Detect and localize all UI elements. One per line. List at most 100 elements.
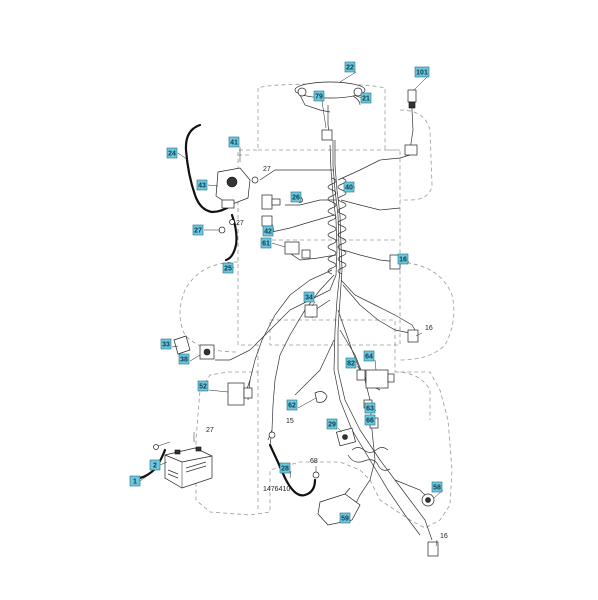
battery-cable-24: [184, 123, 234, 214]
callout-text: 66: [366, 418, 374, 425]
callout-42: 42: [262, 225, 274, 237]
label-15: 15: [286, 418, 294, 425]
callout-64: 64: [363, 350, 375, 362]
pto-switch-29: [336, 427, 356, 447]
callout-29: 29: [326, 418, 338, 430]
callout-box: [262, 225, 274, 237]
callout-box: [431, 481, 443, 493]
ignition-module-59: [317, 487, 361, 526]
callout-box: [343, 181, 355, 193]
drawing-number: 1476410: [263, 486, 290, 493]
ground-cable-25: [224, 213, 238, 262]
callout-text: 29: [328, 422, 336, 429]
callout-box: [129, 475, 141, 487]
callout-text: 43: [198, 183, 206, 190]
callout-box: [303, 291, 315, 303]
connector-82: [356, 369, 366, 381]
callout-box: [196, 179, 208, 191]
callout-text: 1: [133, 479, 137, 486]
callout-text: 25: [224, 266, 232, 273]
callout-box: [360, 92, 372, 104]
battery: [164, 446, 213, 489]
battery-bolt: [153, 441, 171, 450]
callout-21: 21: [360, 92, 372, 104]
callout-box: [166, 147, 178, 159]
callout-16: 16: [397, 253, 409, 265]
callout-box: [279, 462, 291, 474]
solenoid-64: [365, 369, 395, 389]
callout-24: 24: [166, 147, 178, 159]
bolt-27: [251, 176, 259, 184]
callout-box: [286, 399, 298, 411]
callout-text: 58: [433, 485, 441, 492]
callout-box: [192, 224, 204, 236]
relay-42: [261, 215, 273, 227]
callout-text: 2: [153, 463, 157, 470]
terminal-15: [268, 431, 276, 439]
callout-box: [228, 136, 240, 148]
callout-box: [178, 353, 190, 365]
callout-text: 79: [315, 94, 323, 101]
callout-text: 52: [199, 384, 207, 391]
connector-79: [321, 129, 333, 141]
callout-text: 26: [292, 195, 300, 202]
callout-79: 79: [313, 90, 325, 102]
callout-box: [364, 414, 376, 426]
switch-26: [261, 194, 281, 210]
label-16: 16: [425, 325, 433, 332]
callout-33: 33: [160, 338, 172, 350]
callout-40: 40: [343, 181, 355, 193]
battery-cables: [138, 123, 317, 497]
callout-text: 21: [362, 96, 370, 103]
callout-101: 101: [414, 66, 430, 78]
callout-box: [197, 380, 209, 392]
callout-box: [414, 66, 430, 78]
callout-text: 82: [347, 361, 355, 368]
callout-box: [364, 402, 376, 414]
callout-63: 63: [364, 402, 376, 414]
callout-2: 2: [149, 459, 161, 471]
connector-58: [421, 493, 435, 507]
callout-text: 61: [262, 241, 270, 248]
harness-coil-sleeve: [327, 177, 391, 471]
callout-text: 62: [288, 403, 296, 410]
callout-61: 61: [260, 237, 272, 249]
seat-switch-38: [199, 344, 215, 360]
callout-62: 62: [286, 399, 298, 411]
callout-text: 41: [230, 140, 238, 147]
connector-16c: [427, 541, 439, 557]
relay-61: [284, 241, 311, 259]
plug-62: [314, 391, 328, 403]
callout-text: 42: [264, 229, 272, 236]
callout-text: 63: [366, 406, 374, 413]
callout-box: [344, 61, 356, 73]
callout-text: 33: [162, 342, 170, 349]
callout-27: 27: [192, 224, 204, 236]
callout-box: [149, 459, 161, 471]
bracket-33: [173, 335, 191, 355]
callout-25: 25: [222, 262, 234, 274]
callout-text: 101: [416, 70, 428, 77]
label-27: 27: [206, 427, 214, 434]
bolt-68: [312, 471, 320, 479]
components: [153, 81, 439, 557]
callout-box: [397, 253, 409, 265]
callout-34: 34: [303, 291, 315, 303]
callout-38: 38: [178, 353, 190, 365]
callout-26: 26: [290, 191, 302, 203]
callout-box: [260, 237, 272, 249]
callout-58: 58: [431, 481, 443, 493]
callout-66: 66: [364, 414, 376, 426]
callout-text: 38: [180, 357, 188, 364]
callout-text: 64: [365, 354, 373, 361]
switch-52: [227, 382, 253, 406]
cable-28: [268, 443, 317, 497]
callout-82: 82: [345, 357, 357, 369]
main-wire-harness: [215, 88, 433, 541]
label-16: 16: [440, 533, 448, 540]
callout-text: 40: [345, 185, 353, 192]
callout-box: [345, 357, 357, 369]
callout-text: 59: [341, 516, 349, 523]
